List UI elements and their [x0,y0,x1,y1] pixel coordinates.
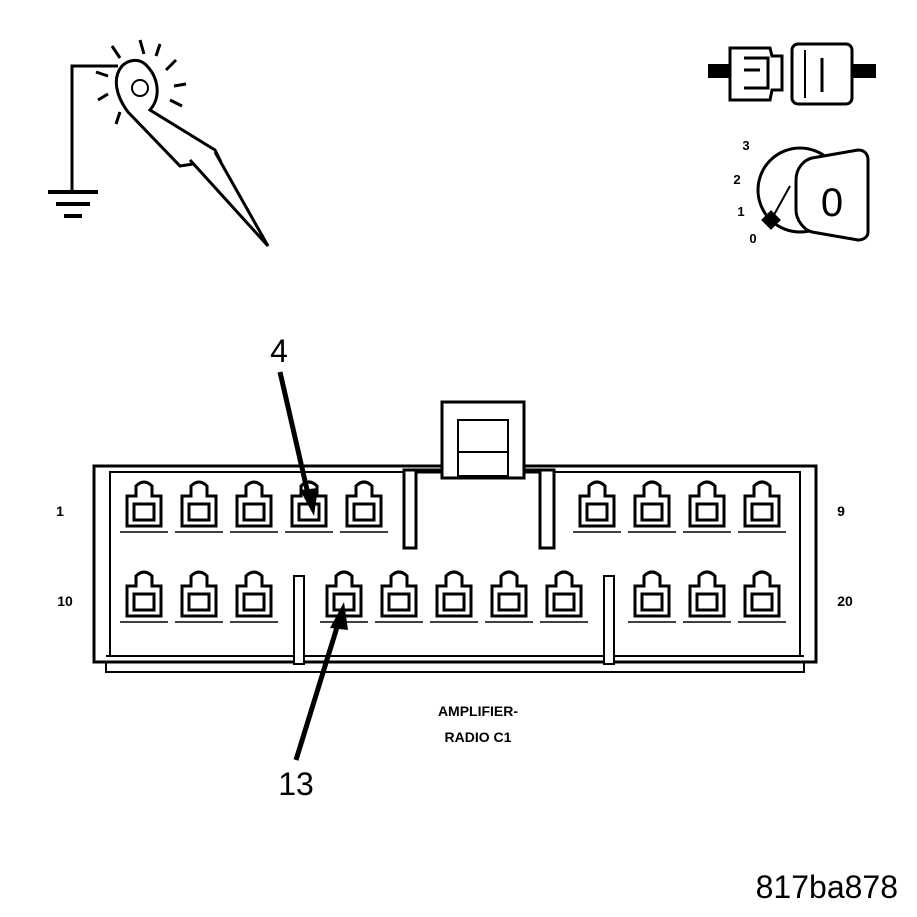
cavity-bottom-7 [485,570,533,623]
callout-pin-4: 4 [270,333,318,516]
test-light-probe-icon [48,39,270,248]
cavity-top-1 [120,480,168,533]
ground-symbol-icon [48,190,98,218]
cavity-bottom-4 [320,570,368,623]
cavity-bottom-9 [628,570,676,623]
cavity-bottom-10 [683,570,731,623]
callout-13-label: 13 [278,766,314,802]
connector-name-line1: AMPLIFIER- [438,703,518,719]
ignition-position-3: 3 [742,138,749,153]
pin-20-label: 20 [837,593,853,609]
cavity-bottom-1 [120,570,168,623]
ignition-position-0: 0 [749,231,756,246]
cavity-bottom-3 [230,570,278,623]
cavity-top-8 [683,480,731,533]
cavity-top-5 [340,480,388,533]
cavity-top-2 [175,480,223,533]
pin-1-label: 1 [56,503,64,519]
ignition-position-1: 1 [737,204,744,219]
cavity-top-9 [738,480,786,533]
ignition-position-2: 2 [733,172,740,187]
callout-4-label: 4 [270,333,288,369]
cavity-top-6 [573,480,621,533]
pin-10-label: 10 [57,593,73,609]
connector-name-line2: RADIO C1 [445,729,512,745]
cavity-bottom-8 [540,570,588,623]
pin-9-label: 9 [837,503,845,519]
cavity-top-3 [230,480,278,533]
cavity-bottom-6 [430,570,478,623]
disconnect-connector-icon [708,42,876,106]
cavity-bottom-5 [375,570,423,623]
figure-id: 817ba878 [756,869,898,905]
callout-pin-13: 13 [278,602,348,802]
cavity-top-7 [628,480,676,533]
ignition-key-off-icon: 0 3 2 1 0 [733,138,870,246]
cavity-bottom-2 [175,570,223,623]
ignition-key-label: 0 [821,181,843,225]
cavity-bottom-11 [738,570,786,623]
connector-cavities [120,480,786,623]
connector-face [92,400,818,673]
